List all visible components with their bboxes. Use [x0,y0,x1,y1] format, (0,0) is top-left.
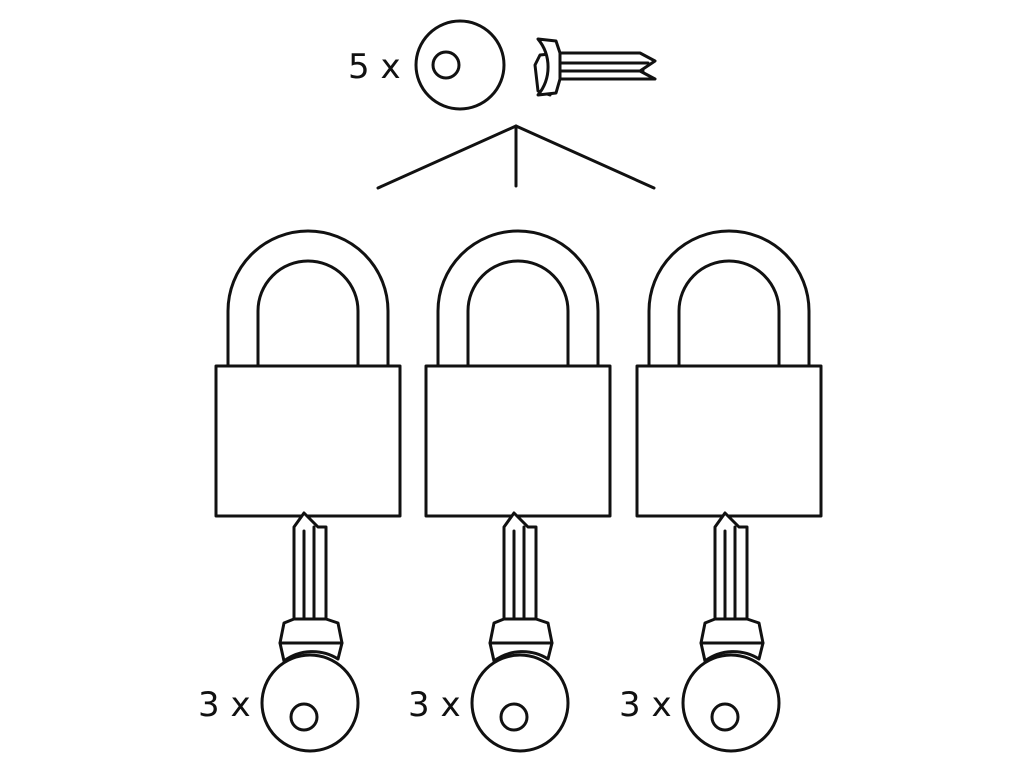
branch-line-right [514,124,656,190]
master-key-icon [414,19,657,111]
padlock-group-2: 3 x [408,229,612,753]
padlock-keys-quantity-label: 3 x [408,685,461,725]
padlock-icon [214,229,402,518]
padlock-group-3: 3 x [619,229,823,753]
padlock-key-icon [681,511,781,753]
master-key-quantity-label: 5 x [348,47,401,87]
padlock-key-icon [260,511,360,753]
padlock-icon [424,229,612,518]
padlock-keys-quantity-label: 3 x [619,685,672,725]
padlock-keys-quantity-label: 3 x [198,685,251,725]
master-key: 5 x [348,19,657,111]
padlock-icon [635,229,823,518]
padlock-group-1: 3 x [198,229,402,753]
padlock-key-icon [470,511,570,753]
branch-line-left [376,124,518,190]
branch-connector [376,124,656,190]
